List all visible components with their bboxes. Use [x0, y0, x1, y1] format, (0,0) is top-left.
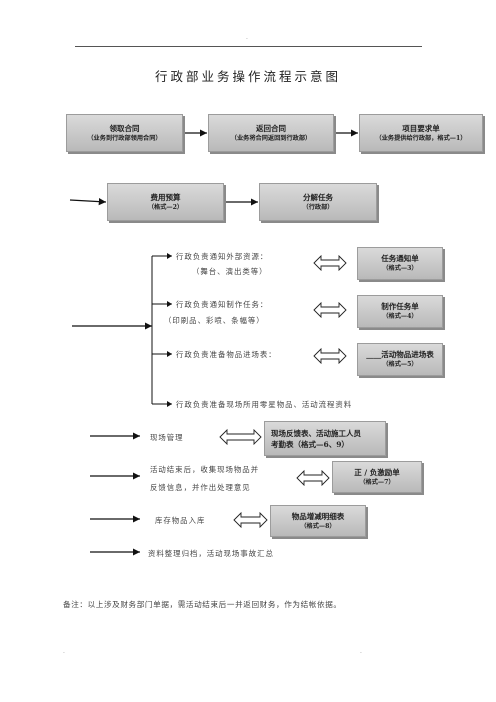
double-arrow-icon — [313, 347, 347, 365]
box-subtitle: （业务提供给行政部，格式—1） — [375, 134, 467, 142]
box-subtitle: （格式—7） — [359, 478, 395, 486]
box-production-task: 制作任务单 （格式—4） — [357, 295, 443, 328]
box-title: 领取合同 — [109, 123, 140, 133]
box-subtitle: （业务将合同返回到行政部） — [230, 134, 312, 142]
box-project-request: 项目要求单 （业务提供给行政部，格式—1） — [359, 114, 483, 152]
branch-text: 行政负责通知外部资源： — [176, 252, 269, 261]
box-title: 返回合同 — [256, 123, 286, 133]
box-subtitle: （行政部） — [302, 203, 334, 211]
box-task-notice: 任务通知单 （格式—3） — [357, 247, 443, 280]
box-onsite-feedback: 现场反馈表、活动施工人员 考勤表（格式—6、9） — [264, 421, 386, 456]
box-subtitle: （格式—4） — [382, 313, 418, 320]
stage-text: 现场管理 — [150, 433, 184, 442]
footer-dot-left: · — [63, 650, 65, 657]
double-arrow-icon — [313, 254, 347, 272]
footer-dot-right: · — [360, 650, 362, 657]
box-incentive-form: 正 / 负激励单 （格式—7） — [332, 461, 422, 493]
header-rule — [75, 46, 422, 47]
box-subtitle: （格式—8） — [300, 522, 336, 530]
stage-text: 资料整理归档，活动现场事故汇总 — [148, 549, 274, 558]
branch-text: （舞台、演出类等） — [192, 267, 268, 276]
box-title: 考勤表（格式—6、9） — [271, 439, 349, 449]
footnote: 备注：以上涉及财务部门单据，需活动结束后一并返回财务，作为结帐依据。 — [63, 600, 342, 609]
double-arrow-icon — [313, 301, 347, 319]
box-items-entry: ____活动物品进场表 （格式—5） — [357, 343, 443, 376]
box-subtitle: （格式—5） — [382, 361, 418, 368]
branch-text: 行政负责准备物品进场表： — [176, 350, 277, 359]
double-arrow-icon — [219, 428, 262, 446]
page-title: 行政部业务操作流程示意图 — [154, 69, 341, 84]
box-subtitle: （业务到行政部领用合同） — [87, 134, 162, 142]
box-return-contract: 返回合同 （业务将合同返回到行政部） — [208, 114, 334, 152]
box-title: 项目要求单 — [402, 123, 440, 133]
box-title: 分解任务 — [303, 192, 333, 202]
stage-text: 反馈信息，并作出处理意见 — [150, 483, 251, 492]
double-arrow-icon — [233, 511, 268, 529]
box-title: ____活动物品进场表 — [366, 350, 434, 359]
box-subtitle: （格式—3） — [382, 265, 418, 272]
box-split-task: 分解任务 （行政部） — [259, 183, 377, 221]
header-dot: · — [246, 36, 248, 43]
box-title: 费用预算 — [150, 192, 181, 202]
branch-text: 行政负责准备现场所用零星物品、活动流程资料 — [176, 400, 353, 409]
branch-text: （印刷品、彩喷、条幅等） — [164, 316, 265, 325]
box-title: 制作任务单 — [381, 302, 419, 311]
branch-text: 行政负责通知制作任务： — [176, 300, 269, 309]
box-title: 现场反馈表、活动施工人员 — [271, 428, 361, 438]
stage-text: 库存物品入库 — [155, 516, 206, 525]
box-cost-budget: 费用预算 （格式—2） — [107, 183, 224, 221]
box-subtitle: （格式—2） — [147, 203, 184, 211]
box-title: 物品增减明细表 — [291, 511, 345, 521]
box-receive-contract: 领取合同 （业务到行政部领用合同） — [66, 114, 183, 152]
box-inventory-detail: 物品增减明细表 （格式—8） — [270, 505, 366, 537]
stage-text: 活动结束后，收集现场物品并 — [150, 465, 260, 474]
box-title: 正 / 负激励单 — [354, 467, 400, 477]
arrow-row2-in — [69, 198, 107, 206]
box-title: 任务通知单 — [381, 254, 419, 263]
double-arrow-icon — [296, 469, 330, 487]
